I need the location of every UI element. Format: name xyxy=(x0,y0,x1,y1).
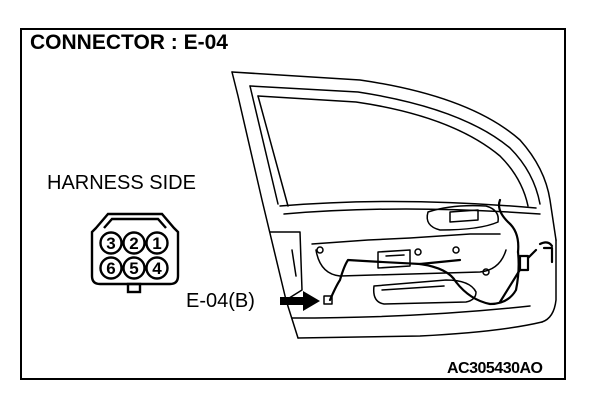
pin-circle xyxy=(99,231,123,255)
harness-side-label: HARNESS SIDE xyxy=(47,172,196,194)
pin-circle xyxy=(122,256,146,280)
connector-callout-label: E-04(B) xyxy=(186,290,255,312)
connector-title: CONNECTOR : E-04 xyxy=(30,31,228,54)
wiring-harness xyxy=(328,198,554,306)
pin-label: 4 xyxy=(152,259,162,278)
figure-code: AC305430AO xyxy=(447,360,543,377)
callout-arrow xyxy=(280,291,320,311)
diagram-frame xyxy=(20,28,566,380)
connector-face xyxy=(90,212,180,294)
connector-pins xyxy=(99,231,169,280)
pin-circle xyxy=(122,231,146,255)
pin-circle xyxy=(145,256,169,280)
pin-circle xyxy=(145,231,169,255)
pin-label: 6 xyxy=(106,259,115,278)
pin-label: 3 xyxy=(106,234,115,253)
door-illustration xyxy=(231,71,557,339)
pin-label: 5 xyxy=(129,259,138,278)
pin-label: 2 xyxy=(129,234,138,253)
pin-label: 1 xyxy=(152,234,161,253)
pin-circle xyxy=(99,256,123,280)
